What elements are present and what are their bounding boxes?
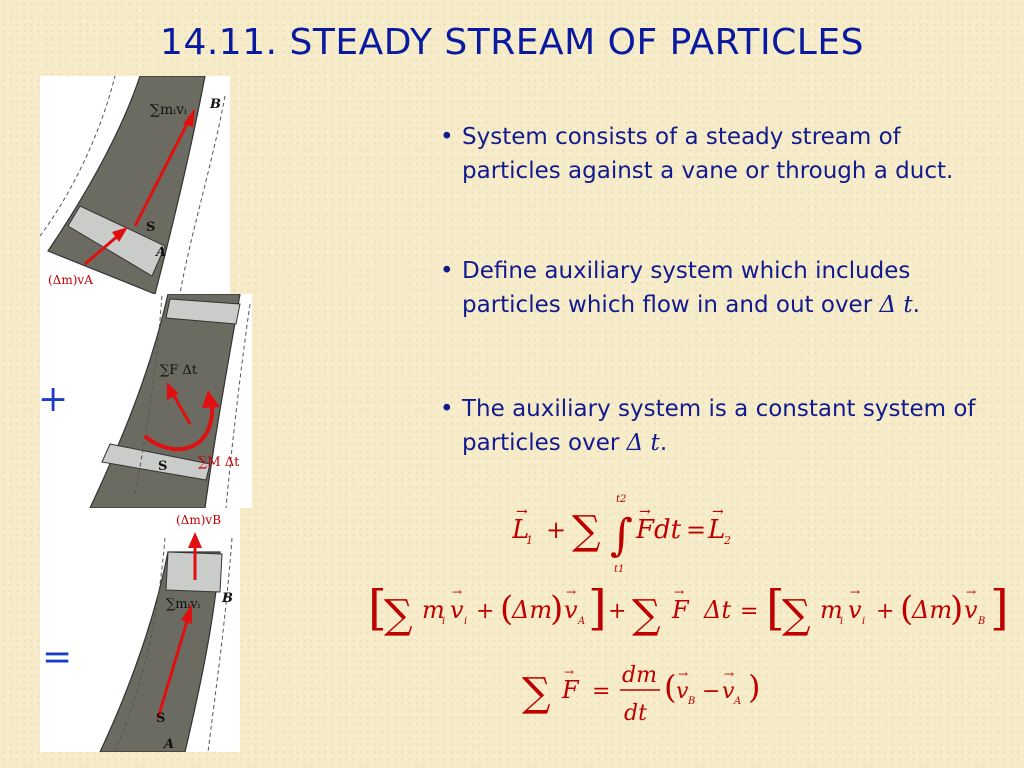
svg-text:=: = <box>686 516 706 544</box>
label-outflow: (Δm)vB <box>176 513 221 527</box>
svg-text:=: = <box>740 599 758 624</box>
svg-text:∑: ∑ <box>632 592 661 638</box>
figure-panel-impulse: ∑F Δt ∑M Δt S <box>40 294 252 508</box>
vane-body <box>47 76 206 294</box>
svg-text:(: ( <box>664 668 676 706</box>
svg-text:(: ( <box>900 589 913 629</box>
svg-text:i: i <box>464 616 467 627</box>
plus-sign: + <box>38 379 69 420</box>
label-a: A <box>154 245 166 260</box>
bullet-item: •System consists of a steady stream of p… <box>440 124 954 184</box>
svg-text:∑: ∑ <box>384 592 413 638</box>
label-sum-mv: ∑mᵢvᵢ <box>150 102 187 118</box>
label-force-impulse: ∑F Δt <box>160 363 198 378</box>
svg-text:F: F <box>635 515 655 545</box>
svg-text:+: + <box>608 599 626 624</box>
svg-text:→: → <box>452 585 462 599</box>
svg-text:→: → <box>674 585 684 599</box>
label-s: S <box>156 711 165 726</box>
svg-text:): ) <box>550 589 563 629</box>
bullet-item: •Define auxiliary system which includes … <box>440 258 920 318</box>
delta-t: Δ t <box>879 292 913 318</box>
svg-text:→: → <box>966 585 976 599</box>
svg-text:A: A <box>733 696 741 707</box>
bullet-suffix: . <box>912 292 920 318</box>
svg-text:dm: dm <box>622 663 657 688</box>
label-b: B <box>221 591 233 606</box>
svg-text:(: ( <box>500 589 513 629</box>
svg-text:∑: ∑ <box>522 670 551 716</box>
svg-text:i: i <box>840 616 843 627</box>
bullet-text: The auxiliary system is a constant syste… <box>462 396 976 456</box>
equals-sign: = <box>42 637 73 678</box>
svg-text:Δt: Δt <box>703 596 731 624</box>
svg-text:→: → <box>678 667 688 681</box>
svg-text:Δm: Δm <box>511 596 552 624</box>
svg-text:1: 1 <box>526 534 533 547</box>
svg-text:+: + <box>546 516 566 544</box>
svg-text:F: F <box>561 676 580 704</box>
bullet-suffix: . <box>659 430 668 456</box>
bullet-text: Define auxiliary system which includes p… <box>462 258 911 318</box>
figure-panel-final: (Δm)vB ∑mᵢvᵢ B S A <box>40 508 240 752</box>
svg-text:−: − <box>702 679 720 704</box>
svg-text:v: v <box>964 596 978 624</box>
label-s: S <box>158 459 167 474</box>
svg-text:v: v <box>676 679 689 704</box>
svg-text:Δm: Δm <box>911 596 952 624</box>
svg-text:): ) <box>748 668 760 706</box>
equation-impulse-momentum: [ ∑ m i v → i + ( Δm ) v → A ] + ∑ F → Δ… <box>368 572 1016 648</box>
svg-text:dt: dt <box>654 515 682 545</box>
svg-text:m: m <box>820 596 843 624</box>
label-inflow: (Δm)vA <box>48 273 93 287</box>
svg-text:]: ] <box>990 580 1009 636</box>
svg-text:=: = <box>592 679 610 704</box>
svg-text:→: → <box>566 585 576 599</box>
svg-text:[: [ <box>368 580 387 636</box>
svg-text:→: → <box>712 504 724 520</box>
figure-panel-initial: ∑mᵢvᵢ B S A (Δm)vA <box>40 76 230 294</box>
svg-text:v: v <box>848 596 862 624</box>
label-s: S <box>146 220 155 235</box>
svg-text:B: B <box>977 616 985 627</box>
svg-text:): ) <box>950 589 963 629</box>
svg-text:F: F <box>671 596 690 624</box>
svg-text:t1: t1 <box>614 564 624 575</box>
bullet-item: •The auxiliary system is a constant syst… <box>440 396 976 456</box>
svg-text:L: L <box>707 515 725 545</box>
svg-text:2: 2 <box>723 534 731 547</box>
svg-text:∫: ∫ <box>610 510 633 561</box>
svg-text:→: → <box>516 504 528 520</box>
svg-text:∑: ∑ <box>782 592 811 638</box>
svg-text:v: v <box>564 596 578 624</box>
label-a: A <box>162 737 174 752</box>
svg-text:v: v <box>722 679 735 704</box>
label-moment-impulse: ∑M Δt <box>198 455 240 470</box>
svg-text:dt: dt <box>624 701 647 726</box>
svg-text:[: [ <box>766 580 785 636</box>
svg-text:i: i <box>862 616 865 627</box>
svg-text:v: v <box>450 596 464 624</box>
svg-text:+: + <box>476 599 494 624</box>
svg-text:+: + <box>876 599 894 624</box>
svg-text:→: → <box>639 504 651 520</box>
svg-text:m: m <box>422 596 445 624</box>
svg-text:→: → <box>850 585 860 599</box>
svg-text:L: L <box>512 515 529 545</box>
svg-text:]: ] <box>588 580 607 636</box>
svg-text:t2: t2 <box>616 494 626 505</box>
delta-t: Δ t <box>626 430 660 456</box>
equation-momentum-principle: L 1 → + ∑ ∫ t2 t1 F → dt = L 2 → <box>511 488 752 582</box>
svg-text:→: → <box>564 665 574 679</box>
svg-text:A: A <box>577 616 585 627</box>
svg-text:∑: ∑ <box>572 508 601 554</box>
slide-title: 14.11. STEADY STREAM OF PARTICLES <box>160 22 864 63</box>
svg-text:→: → <box>724 667 734 681</box>
bullet-text: System consists of a steady stream of pa… <box>462 124 954 184</box>
svg-text:i: i <box>442 616 445 627</box>
equation-force-result: ∑ F → = dm dt ( v → B − v → A ) <box>522 654 772 738</box>
svg-text:B: B <box>687 696 695 707</box>
label-sum-mv: ∑mᵢvᵢ <box>166 597 201 612</box>
label-b: B <box>209 97 221 112</box>
